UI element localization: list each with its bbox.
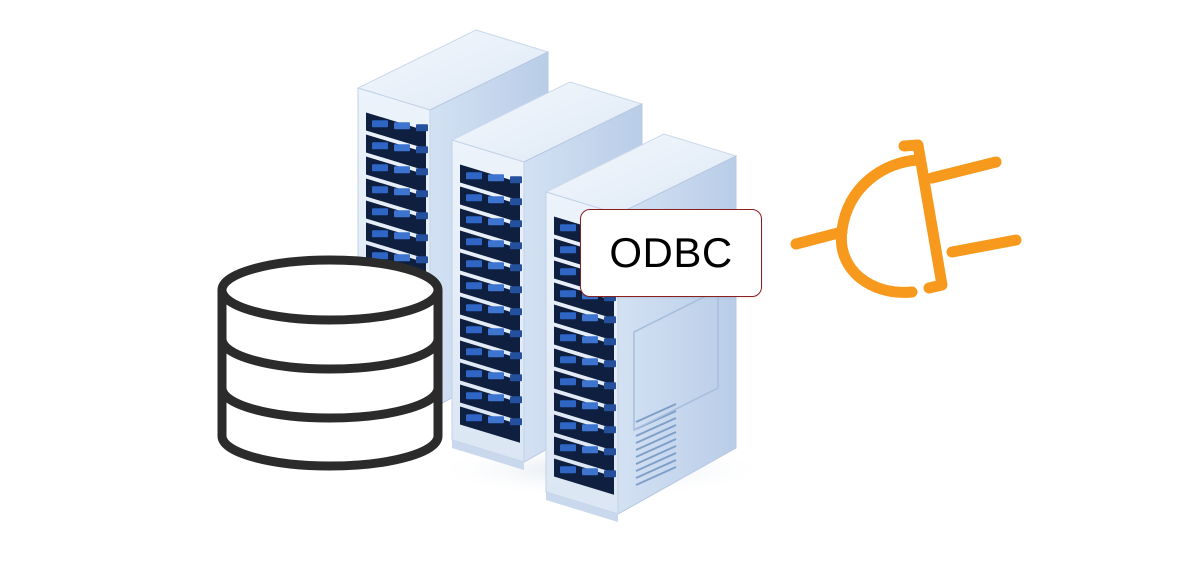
server-tower-3	[544, 133, 738, 522]
odbc-label: ODBC	[580, 209, 762, 297]
plug-icon	[790, 139, 1022, 298]
database-icon	[217, 255, 443, 471]
